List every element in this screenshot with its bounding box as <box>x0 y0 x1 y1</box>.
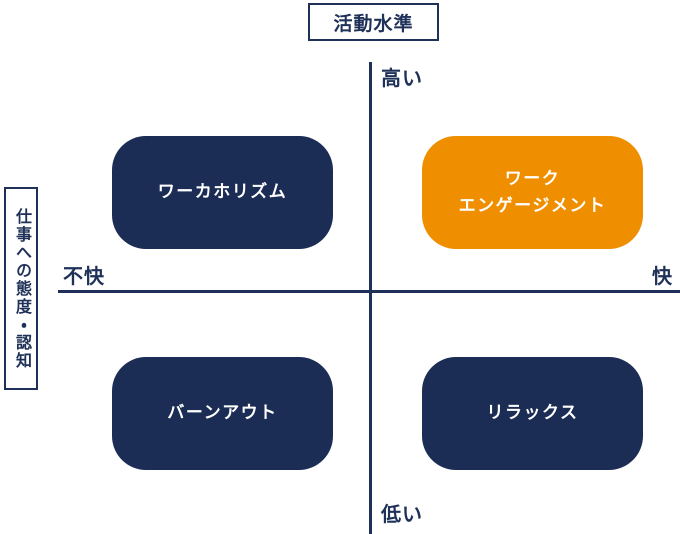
axis-label-pleasant: 快 <box>652 266 673 288</box>
quadrant-card-work-engagement: ワークエンゲージメント <box>422 136 643 249</box>
axis-label-unpleasant: 不快 <box>63 266 105 288</box>
vertical-axis-line <box>369 62 372 534</box>
quadrant-card-label: ワークエンゲージメント <box>458 169 607 215</box>
quadrant-card-burnout: バーンアウト <box>112 357 333 470</box>
diagram-title-text: 活動水準 <box>333 13 414 35</box>
quadrant-card-label: バーンアウト <box>167 403 278 423</box>
quadrant-card-label: リラックス <box>486 403 579 423</box>
vertical-dimension-label-box: 仕事への態度・認知 <box>4 187 38 390</box>
vertical-dimension-label-text: 仕事への態度・認知 <box>13 207 30 370</box>
quadrant-card-relax: リラックス <box>422 357 643 470</box>
quadrant-card-workaholism: ワーカホリズム <box>112 136 333 249</box>
axis-label-low: 低い <box>381 504 423 526</box>
diagram-title-box: 活動水準 <box>308 3 439 41</box>
axis-label-high: 高い <box>381 68 423 90</box>
horizontal-axis-line <box>58 290 680 293</box>
quadrant-card-label: ワーカホリズム <box>157 182 288 202</box>
